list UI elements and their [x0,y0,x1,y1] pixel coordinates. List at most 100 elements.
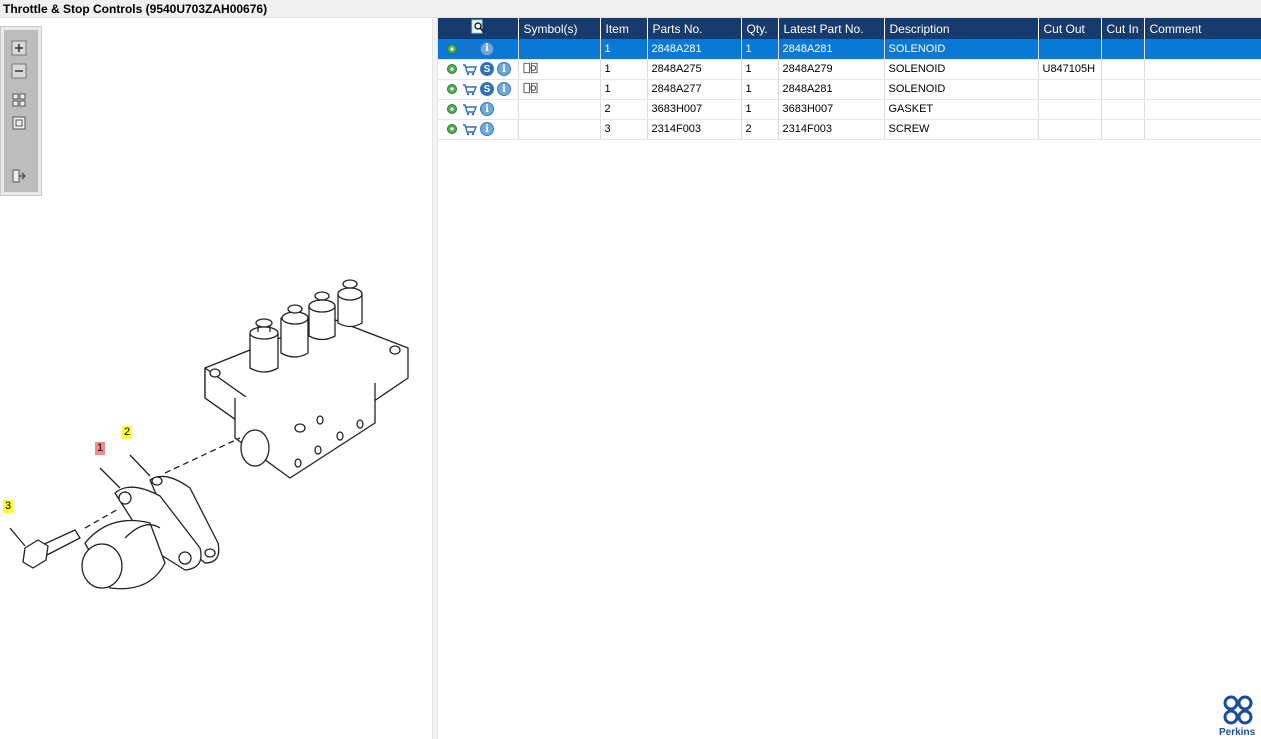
column-header-qty[interactable]: Qty. [741,18,779,39]
comment-cell [1144,59,1261,80]
part-number-cell: 2314F003 [647,119,742,140]
column-header-symbols[interactable]: Symbol(s) [518,18,601,39]
cut-out-cell [1038,39,1102,60]
row-actions: i [438,39,519,60]
fit-grid-icon [12,93,26,107]
column-header-search[interactable] [438,18,519,39]
cut-in-cell [1101,99,1145,120]
column-header-comment[interactable]: Comment [1144,18,1261,39]
component-icon[interactable] [444,82,459,97]
service-icon[interactable]: S [480,62,494,76]
cart-icon [463,43,477,55]
part-number-cell: 3683H007 [647,99,742,120]
symbols-cell [518,79,601,100]
description-cell: GASKET [884,99,1039,120]
qty-cell: 1 [741,79,779,100]
cut-out-cell [1038,79,1102,100]
cart-icon [463,103,477,115]
component-icon[interactable] [444,62,459,77]
row-actions: i [438,99,519,120]
qty-cell: 1 [741,39,779,60]
item-cell: 1 [600,39,648,60]
column-header-parts-no[interactable]: Parts No. [647,18,742,39]
description-cell: SOLENOID [884,39,1039,60]
symbols-cell [518,39,601,60]
component-icon[interactable] [444,41,459,56]
export-button[interactable] [10,167,28,185]
row-actions: i [438,119,519,140]
book-icon [522,62,538,73]
parts-table: Symbol(s) Item Parts No. Qty. Latest Par… [438,18,1261,140]
column-header-cut-in[interactable]: Cut In [1101,18,1145,39]
pane-splitter[interactable] [432,18,438,739]
zoom-out-icon [11,63,27,79]
description-cell: SCREW [884,119,1039,140]
symbols-cell [518,99,601,120]
column-header-cut-out[interactable]: Cut Out [1038,18,1102,39]
info-icon[interactable]: i [480,41,494,56]
part-number-cell: 2848A277 [647,79,742,100]
info-icon[interactable]: i [480,122,494,136]
gear-icon [446,104,457,114]
cut-in-cell [1101,59,1145,80]
fit-window-icon [12,116,26,130]
add-to-cart-button[interactable] [462,62,477,77]
zoom-out-button[interactable] [10,62,28,80]
part-number-cell: 2848A281 [647,39,742,60]
comment-cell [1144,79,1261,100]
logo-text: Perkins [1219,727,1256,738]
cut-out-cell [1038,99,1102,120]
latest-part-cell: 2848A279 [778,59,885,80]
add-to-cart-button[interactable] [462,82,477,97]
parts-list-pane: Symbol(s) Item Parts No. Qty. Latest Par… [438,18,1261,739]
export-icon [12,169,26,183]
callout-3[interactable]: 3 [3,500,14,513]
cut-out-cell [1038,119,1102,140]
fit-window-button[interactable] [10,114,28,132]
zoom-in-icon [11,40,27,56]
book-icon [522,82,538,93]
description-cell: SOLENOID [884,59,1039,80]
item-cell: 3 [600,119,648,140]
info-icon[interactable]: i [497,82,511,96]
fit-all-button[interactable] [10,91,28,109]
component-icon[interactable] [444,122,459,137]
latest-part-cell: 2314F003 [778,119,885,140]
column-header-description[interactable]: Description [884,18,1039,39]
description-cell: SOLENOID [884,79,1039,100]
book-button[interactable] [522,80,538,95]
cut-in-cell [1101,119,1145,140]
comment-cell [1144,99,1261,120]
comment-cell [1144,39,1261,60]
qty-cell: 1 [741,59,779,80]
column-header-item[interactable]: Item [600,18,648,39]
add-to-cart-button[interactable] [462,41,477,56]
latest-part-cell: 2848A281 [778,79,885,100]
component-icon[interactable] [444,102,459,117]
book-button[interactable] [522,60,538,75]
zoom-in-button[interactable] [10,39,28,57]
exploded-parts-diagram[interactable] [0,238,432,618]
drawing-pane[interactable]: 1 2 3 [0,18,432,739]
item-cell: 2 [600,99,648,120]
callout-1[interactable]: 1 [95,442,106,455]
gear-icon [446,124,457,134]
part-number-cell: 2848A275 [647,59,742,80]
latest-part-cell: 2848A281 [778,39,885,60]
column-header-latest-part-no[interactable]: Latest Part No. [778,18,885,39]
info-icon[interactable]: i [497,62,511,76]
service-icon[interactable]: S [480,82,494,96]
add-to-cart-button[interactable] [462,102,477,117]
cut-out-cell: U847105H [1038,59,1102,80]
gear-icon [446,43,457,54]
info-icon[interactable]: i [480,102,494,116]
latest-part-cell: 3683H007 [778,99,885,120]
callout-2[interactable]: 2 [122,426,133,439]
cut-in-cell [1101,79,1145,100]
add-to-cart-button[interactable] [462,122,477,137]
